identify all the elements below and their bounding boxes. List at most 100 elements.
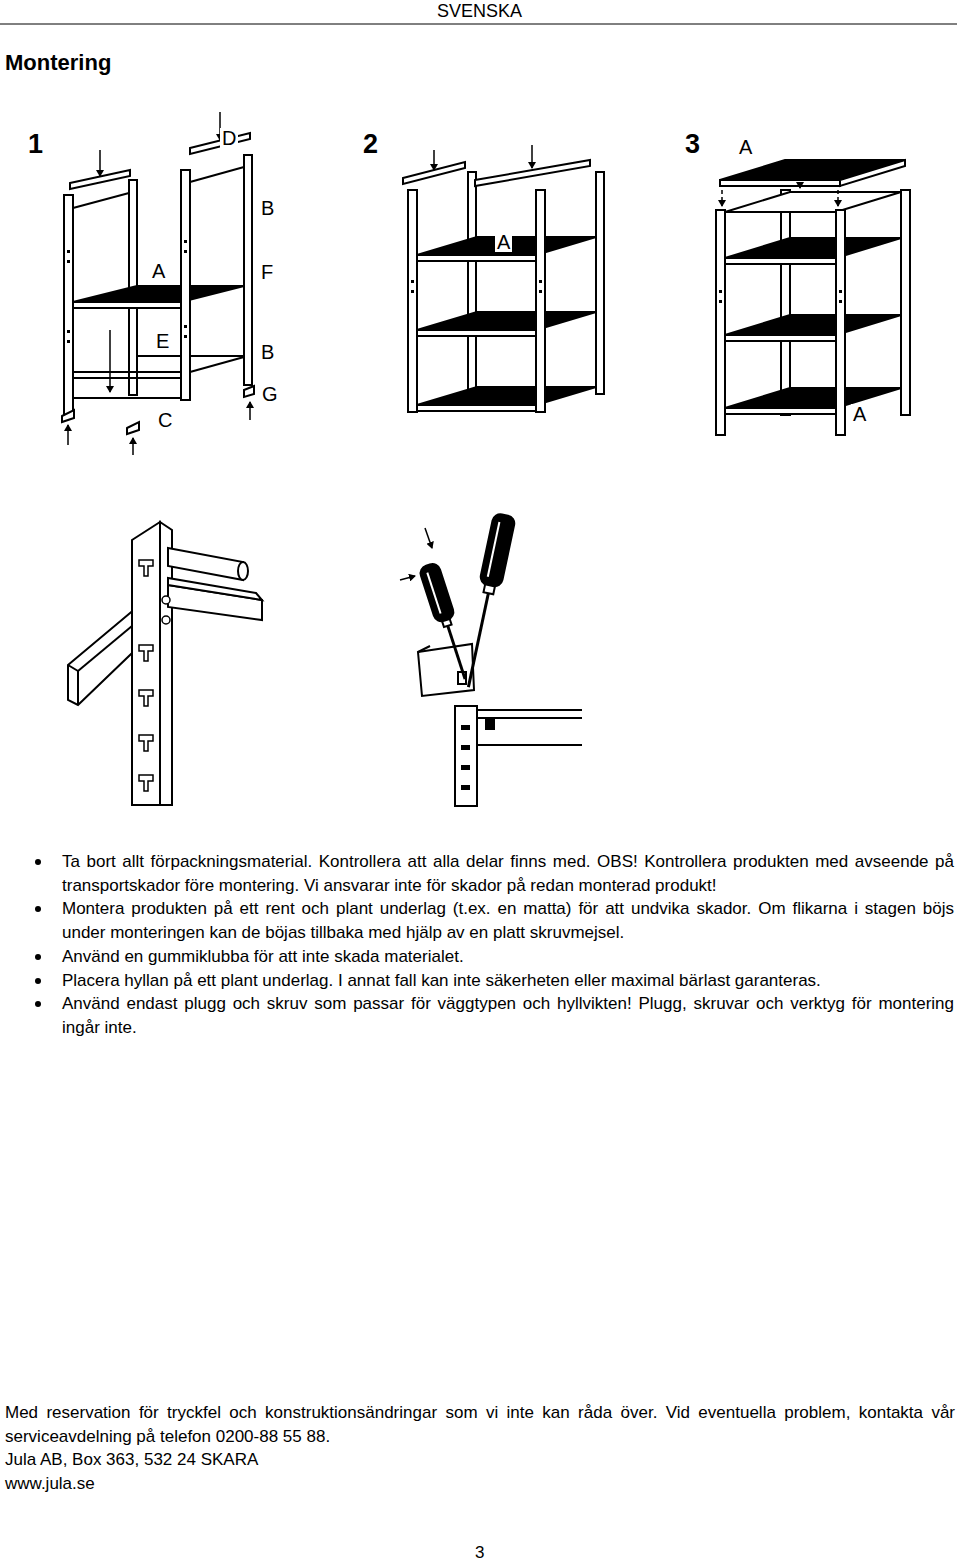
- step2-shelf: [403, 160, 604, 412]
- step1-frames-part-part: [184, 240, 187, 243]
- step1-frames-part: [127, 422, 139, 434]
- step3-arrows-part: [837, 190, 839, 206]
- step3-arrows-part: [721, 190, 723, 206]
- step2-shelf-part: [411, 280, 542, 293]
- step3-shelf-part: [725, 388, 901, 408]
- step1-frames-part-part: [184, 325, 187, 328]
- step1-frames-part: [73, 371, 181, 373]
- step1-arrows-part: [132, 438, 134, 455]
- part-letter: F: [259, 262, 275, 282]
- step2-shelf-part-part: [411, 280, 414, 283]
- step1-frames-part: [64, 195, 73, 415]
- part-letter: A: [851, 404, 868, 424]
- screwdriver-detail-part-part: [488, 522, 500, 577]
- upright-detail-part-part: [139, 645, 153, 661]
- instruction-text: Montera produkten på ett rent och plant …: [62, 897, 954, 944]
- instruction-text: Placera hyllan på ett plant underlag. I …: [62, 969, 954, 993]
- step1-frames-part: [73, 397, 181, 399]
- part-letter: E: [154, 331, 171, 351]
- bullet-dot: [35, 1001, 41, 1007]
- step3-shelf-part: [719, 290, 842, 303]
- step1-frames-part-part: [67, 250, 70, 253]
- step2-shelf-part: [468, 172, 476, 394]
- step1-frames-part: [73, 377, 181, 379]
- screwdriver-detail-part-part: [442, 619, 451, 627]
- step3-shelf-part-part: [839, 300, 842, 303]
- screwdriver-detail-part: [418, 562, 474, 682]
- step3-shelf-part-part: [719, 300, 722, 303]
- step1-frames-part: [244, 386, 254, 397]
- step3-arrows: [722, 170, 838, 206]
- step1-frames-part: [244, 155, 252, 385]
- footer-text: Med reservation för tryckfel och konstru…: [5, 1401, 955, 1448]
- step3-shelf-part: [901, 190, 910, 415]
- screwdriver-detail-part-part: [483, 584, 494, 594]
- step1-frames-part: [190, 357, 244, 372]
- screwdriver-detail-part-part: [461, 765, 470, 770]
- part-letter: B: [259, 198, 276, 218]
- language-header: SVENSKA: [437, 1, 522, 22]
- step2-shelf-part-part: [539, 290, 542, 293]
- screwdriver-detail-part-part: [461, 745, 470, 750]
- upright-detail-part-part: [139, 690, 153, 706]
- upright-detail-part: [238, 562, 248, 580]
- upright-detail-part-part: [139, 735, 153, 751]
- step3-arrows-part: [799, 170, 801, 188]
- screwdriver-detail-part: [418, 644, 474, 696]
- step2-shelf-part: [417, 312, 596, 330]
- step3-shelf-part: [716, 210, 725, 435]
- upright-detail-part: [77, 671, 79, 705]
- step1-arrows: [68, 112, 250, 455]
- step-number: 3: [685, 131, 700, 158]
- upright-detail-part-part: [162, 616, 170, 624]
- step3-shelf-part: [725, 258, 836, 264]
- instruction-text: Använd en gummiklubba för att inte skada…: [62, 945, 954, 969]
- instruction-list: Ta bort allt förpackningsmaterial. Kontr…: [62, 850, 954, 1040]
- part-letter: A: [150, 261, 167, 281]
- bullet-item: Använd en gummiklubba för att inte skada…: [62, 945, 954, 969]
- bullet-item: Använd endast plugg och skruv som passar…: [62, 992, 954, 1039]
- screwdriver-detail-part-part: [448, 626, 465, 679]
- upright-detail-part: [139, 560, 170, 791]
- step1-frames-part-part: [184, 250, 187, 253]
- screwdriver-detail-part-part: [461, 785, 470, 790]
- step3-shelf-part-part: [839, 290, 842, 293]
- step1-arrows-part: [109, 330, 111, 392]
- upright-detail-part-part: [139, 775, 153, 791]
- step2-arrows-part: [433, 150, 435, 170]
- step3-shelf-part-part: [719, 290, 722, 293]
- bullet-item: Placera hyllan på ett plant underlag. I …: [62, 969, 954, 993]
- step2-shelf-part: [596, 172, 604, 394]
- step1-frames-part: [62, 410, 74, 422]
- screwdriver-detail-part: [477, 744, 582, 746]
- step1-frames-part: [181, 170, 190, 400]
- bullet-dot: [35, 859, 41, 865]
- footer-text: Jula AB, Box 363, 532 24 SKARA: [5, 1448, 955, 1472]
- step1-frames-part-part: [67, 340, 70, 343]
- instruction-text: Använd endast plugg och skruv som passar…: [62, 992, 954, 1039]
- part-letter: A: [737, 137, 754, 157]
- screwdriver-detail-part-part: [427, 573, 440, 614]
- part-letter: A: [495, 232, 512, 252]
- step2-arrows-part: [531, 145, 533, 168]
- step2-shelf-part: [536, 190, 545, 412]
- screwdriver-detail-part-part: [461, 725, 470, 730]
- step3-shelf: [716, 160, 910, 435]
- bullet-dot: [35, 906, 41, 912]
- step3-shelf-part: [725, 315, 901, 335]
- step3-shelf-part: [781, 190, 790, 415]
- step1-frames: [62, 133, 254, 434]
- step3-shelf-part: [725, 192, 901, 212]
- bullet-dot: [35, 954, 41, 960]
- part-letter: C: [156, 410, 174, 430]
- screwdriver-detail-part-part: [468, 593, 488, 687]
- step1-frames-part: [67, 240, 187, 343]
- page-number: 3: [475, 1543, 484, 1561]
- step2-shelf-part: [408, 190, 417, 412]
- step-number: 2: [363, 131, 378, 158]
- upright-detail-part-part: [162, 596, 170, 604]
- upright-detail-part: [132, 522, 160, 805]
- screwdriver-detail-part: [477, 709, 582, 711]
- step2-shelf-part-part: [539, 280, 542, 283]
